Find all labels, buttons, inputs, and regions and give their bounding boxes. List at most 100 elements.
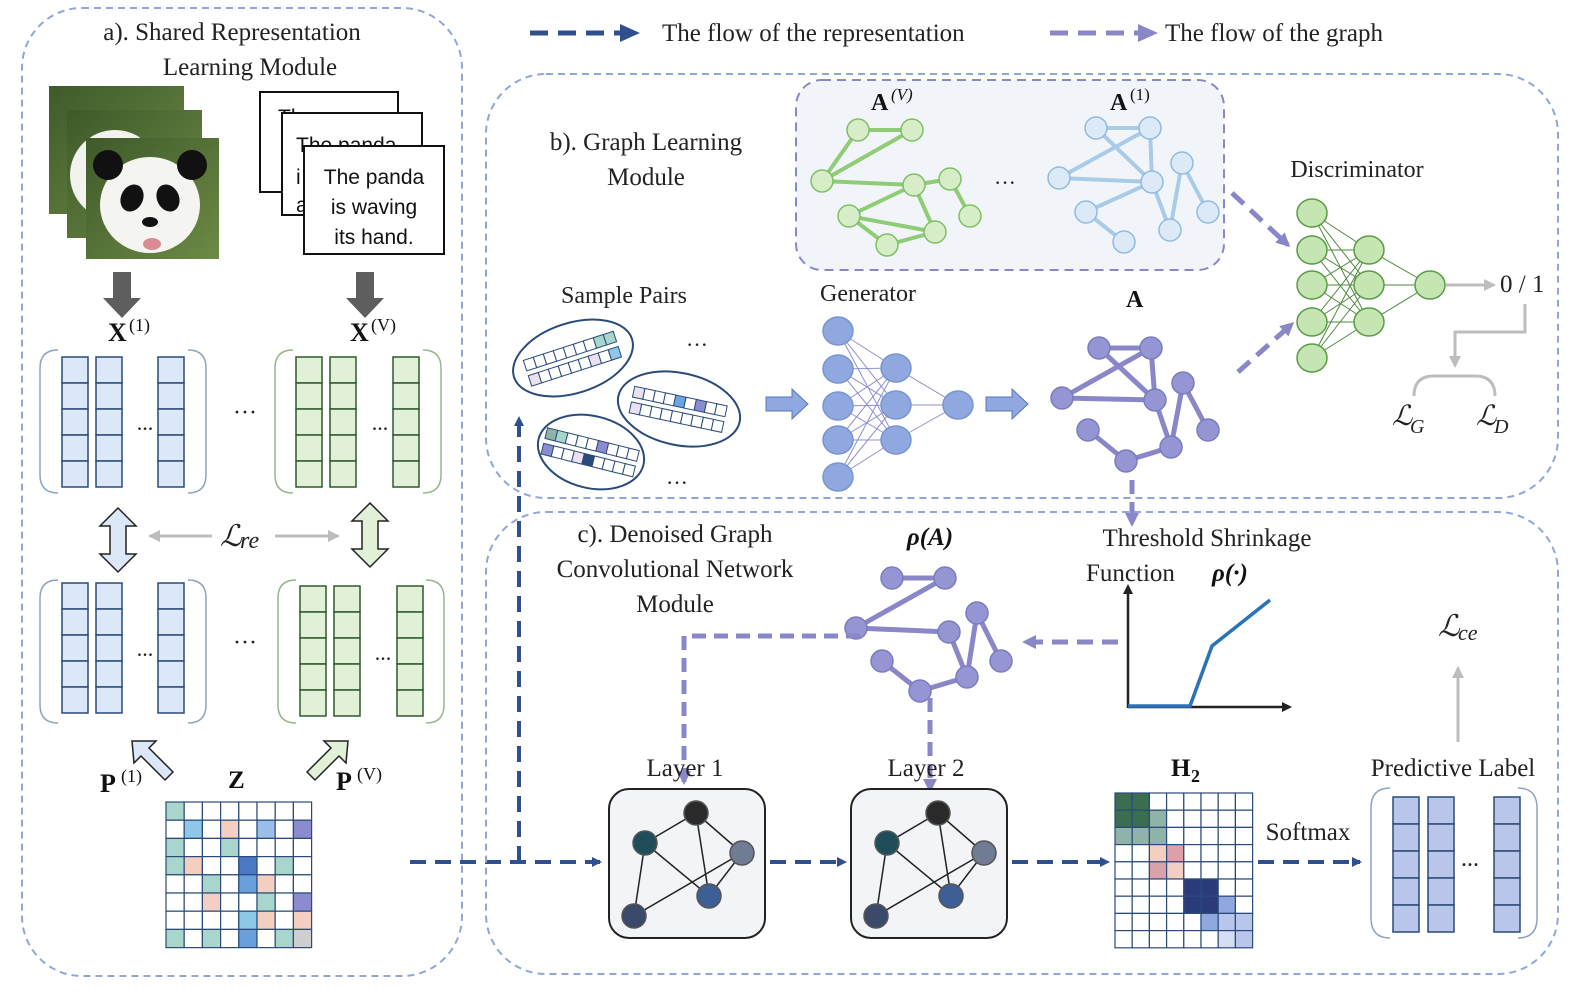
loss-re-sub: re (240, 528, 259, 554)
rho-graph-node (989, 649, 1013, 673)
xv-sup: (V) (371, 315, 396, 336)
z-cell (201, 928, 222, 949)
blue-graph-node (1170, 151, 1194, 175)
pred-col-cell (1392, 796, 1420, 825)
h2-cell (1148, 792, 1168, 811)
rho-graph-node (937, 620, 961, 644)
h2-cell (1217, 826, 1236, 846)
xv-recon-matrix-cell (333, 663, 361, 691)
xv-matrix-bracket-right (422, 349, 442, 494)
h2-cell (1234, 929, 1254, 949)
z-cell (201, 892, 222, 912)
green-graph-edge (847, 214, 937, 234)
pv-arrow (305, 740, 349, 782)
layer2-edge (886, 842, 952, 897)
layer1-label: Layer 1 (646, 755, 723, 782)
rho-graph-edge (853, 625, 952, 635)
a-graph-node (1143, 388, 1167, 412)
z-cell (201, 801, 222, 821)
layer1-edge (633, 852, 743, 917)
pred-col-cell (1392, 904, 1420, 933)
rho-graph-edge (853, 575, 948, 631)
h2-cell (1183, 792, 1202, 811)
x1-matrix-dots: ... (137, 410, 154, 435)
z-cell (292, 819, 313, 840)
x1-recon-matrix-cell (95, 634, 123, 662)
panda-images (49, 86, 219, 259)
z-cell (183, 928, 203, 949)
threshold-curve (1128, 598, 1272, 708)
xv-matrix-cell (295, 460, 323, 488)
x1-label: X (108, 318, 127, 347)
text-card-3 (303, 145, 445, 255)
x1-recon-matrix-bracket-right (187, 579, 207, 724)
h2-matrix (1114, 792, 1254, 949)
text-cards: Th The panda i a The panda is waving its… (259, 91, 445, 255)
xv-matrix-bracket-left (274, 349, 294, 494)
z-matrix (165, 801, 313, 949)
a-graph-node (1087, 336, 1111, 360)
z-cell (238, 837, 258, 858)
panda-face (100, 157, 200, 253)
pred-col-cell (1427, 823, 1455, 852)
xv-matrix-cell (295, 356, 323, 384)
loss-g: ℒ (1392, 401, 1413, 432)
layer1-node (621, 903, 647, 929)
a-graph-edge (1096, 345, 1158, 403)
h2-cell (1200, 929, 1219, 949)
z-cell (238, 910, 258, 931)
h2-cell (1131, 861, 1150, 880)
xv-matrix-cell (392, 356, 420, 384)
rho-graph-node (880, 566, 904, 590)
xv-recon-matrix-dots: ... (375, 640, 392, 665)
h2-cell (1234, 912, 1254, 932)
prior-to-discriminator-arrow (1230, 191, 1291, 248)
z-cell (183, 819, 203, 840)
blue-graph-node (1074, 200, 1098, 224)
xv-recon-matrix-bracket-right (425, 579, 445, 724)
x1-recon-matrix-cell (157, 660, 185, 688)
predictive-label-matrix (1370, 787, 1538, 939)
h2-cell (1131, 792, 1150, 811)
z-cell (183, 837, 203, 858)
rho-graph-node (965, 601, 989, 625)
panda-nose (142, 217, 158, 227)
xv-label: X (350, 318, 369, 347)
graph-rho-a (844, 566, 1013, 703)
layer2-node (863, 903, 889, 929)
generator-edge (837, 404, 897, 478)
rho-fn-label: ρ(·) (1211, 560, 1248, 587)
pred-bracket-left (1370, 787, 1391, 939)
h2-cell (1200, 826, 1219, 846)
discriminator-edge (1311, 284, 1370, 359)
xv-recon-matrix-cell (299, 637, 327, 665)
blue-graph-edge (1057, 176, 1154, 184)
h2-cell (1131, 878, 1150, 897)
h2-cell (1165, 878, 1185, 897)
sample-pair-2-cell (710, 418, 725, 433)
pred-dots: ... (1461, 846, 1479, 872)
generator-node (880, 425, 912, 455)
h2-cell (1148, 826, 1168, 846)
h2-cell (1131, 912, 1150, 932)
xv-matrix-dots: ... (372, 410, 389, 435)
blue-graph-node (1084, 116, 1108, 140)
z-cell (220, 819, 240, 840)
generator-node (880, 390, 912, 420)
xv-matrix-cell (392, 434, 420, 462)
h2-cell (1200, 861, 1219, 880)
xv-recon-matrix-cell (333, 689, 361, 717)
a1-label: A (1110, 90, 1128, 116)
generator-edge (837, 330, 897, 441)
layer1-node (729, 840, 755, 866)
layer2-graph (863, 800, 997, 929)
xv-recon-matrix-cell (333, 637, 361, 665)
rho-graph-node (955, 665, 979, 689)
h2-cell (1131, 809, 1150, 829)
xv-matrix-cell (392, 382, 420, 410)
generator-node (942, 390, 974, 420)
x1-matrix-cell (157, 434, 185, 462)
z-cell (256, 855, 276, 876)
x1-recon-matrix-cell (157, 582, 185, 610)
